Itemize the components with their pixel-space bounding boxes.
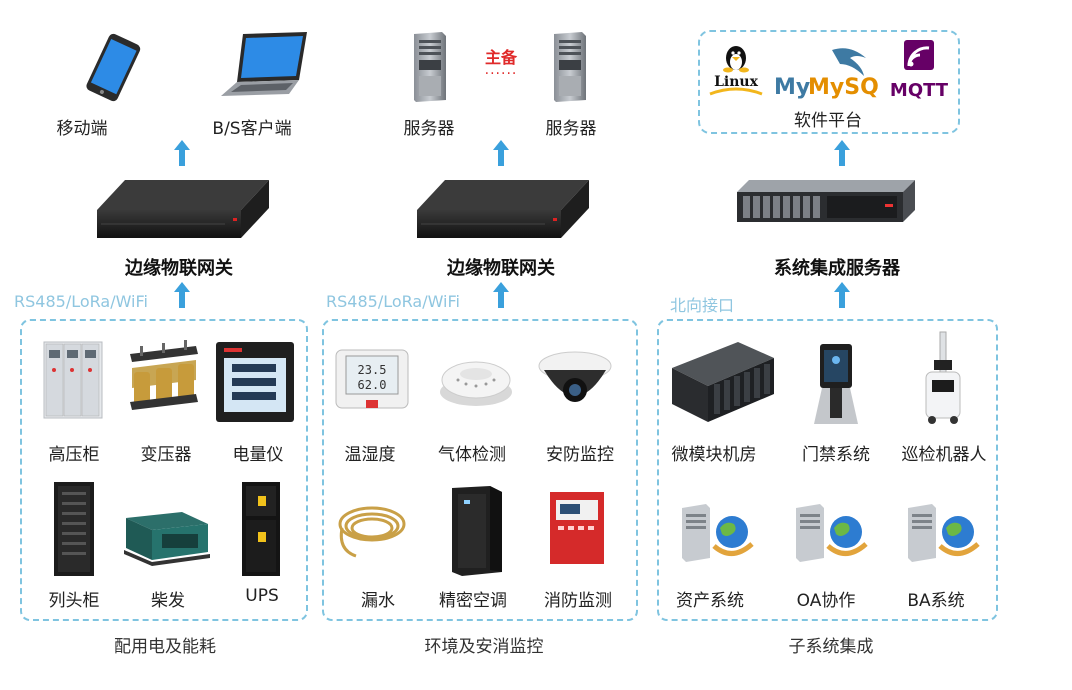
edge-gateway-icon — [95, 176, 271, 248]
device-label: 巡检机器人 — [901, 445, 987, 465]
device-label: 微模块机房 — [671, 445, 757, 465]
ups-icon — [236, 480, 286, 578]
linux-logo: Linux — [706, 38, 766, 102]
up-arrow-icon — [493, 282, 509, 308]
svg-text:23.5: 23.5 — [358, 363, 387, 377]
device-label: BA系统 — [907, 591, 965, 611]
protocol-label-right: 北向接口 — [670, 292, 737, 316]
svg-text:62.0: 62.0 — [358, 378, 387, 392]
temperature-humidity-sensor-icon: 23.5 62.0 — [332, 346, 412, 416]
mysql-logo: My MySQL — [770, 42, 893, 100]
up-arrow-icon — [493, 140, 509, 166]
protocol-label-middle: RS485/LoRa/WiFi — [326, 292, 462, 311]
group-title-power: 配用电及能耗 — [114, 637, 216, 657]
diesel-generator-icon — [122, 494, 212, 568]
group-box-power — [20, 319, 308, 621]
water-leak-sensor-icon — [332, 494, 412, 564]
up-arrow-icon — [174, 282, 190, 308]
ba-system-icon — [902, 500, 982, 564]
svg-text:My: My — [774, 75, 810, 100]
group-title-environment: 环境及安消监控 — [424, 637, 544, 657]
device-label: 变压器 — [140, 445, 192, 465]
mqtt-logo: MQTT — [884, 38, 954, 102]
device-label: 门禁系统 — [802, 445, 870, 465]
master-backup-label: 主备 — [484, 48, 517, 67]
bs-client-label: B/S客户端 — [212, 119, 292, 139]
software-platform-label: 软件平台 — [794, 111, 862, 131]
gateway1-label: 边缘物联网关 — [125, 258, 233, 279]
server2-label: 服务器 — [545, 119, 597, 139]
server1-label: 服务器 — [403, 119, 455, 139]
master-backup-dots: ······ — [484, 66, 518, 82]
server-tower-icon — [548, 30, 590, 102]
oa-collaboration-icon — [790, 500, 870, 564]
up-arrow-icon — [834, 282, 850, 308]
device-label: 资产系统 — [676, 591, 744, 611]
rack-server-icon — [735, 178, 917, 228]
device-label: 精密空调 — [439, 591, 507, 611]
group-box-subsystem — [657, 319, 998, 621]
precision-air-conditioner-icon — [448, 484, 504, 578]
device-label: OA协作 — [796, 591, 856, 611]
device-label: 温湿度 — [344, 445, 396, 465]
device-label: 气体检测 — [438, 445, 506, 465]
dome-camera-icon — [536, 346, 614, 420]
linux-logo-text: Linux — [714, 74, 759, 90]
device-label: 安防监控 — [546, 445, 614, 465]
device-label: 消防监测 — [544, 591, 612, 611]
fire-alarm-panel-icon — [546, 488, 608, 568]
device-label: 电量仪 — [232, 445, 284, 465]
device-label: 高压柜 — [48, 445, 100, 465]
up-arrow-icon — [834, 140, 850, 166]
transformer-icon — [124, 340, 204, 420]
gas-detector-icon — [436, 352, 516, 410]
power-meter-icon — [214, 340, 296, 424]
column-head-cabinet-icon — [50, 480, 98, 578]
mobile-label: 移动端 — [56, 119, 108, 139]
device-label: UPS — [245, 586, 279, 606]
group-box-environment — [322, 319, 638, 621]
mysql-logo-text: MySQL — [808, 75, 880, 100]
device-label: 漏水 — [361, 591, 395, 611]
micro-module-room-icon — [668, 338, 778, 424]
up-arrow-icon — [174, 140, 190, 166]
server-tower-icon — [408, 30, 450, 102]
integration-server-label: 系统集成服务器 — [774, 258, 900, 279]
mobile-icon — [72, 32, 150, 104]
mqtt-logo-text: MQTT — [890, 80, 949, 101]
access-control-terminal-icon — [806, 340, 866, 426]
device-label: 柴发 — [151, 591, 185, 611]
asset-system-icon — [676, 500, 756, 564]
laptop-icon — [215, 30, 313, 106]
device-label: 列头柜 — [48, 591, 100, 611]
protocol-label-left: RS485/LoRa/WiFi — [14, 292, 150, 311]
group-title-subsystem: 子系统集成 — [788, 637, 874, 657]
software-platform-box — [698, 30, 960, 134]
high-voltage-cabinet-icon — [42, 340, 104, 420]
gateway2-label: 边缘物联网关 — [447, 258, 555, 279]
inspection-robot-icon — [918, 330, 968, 426]
edge-gateway-icon — [415, 176, 591, 248]
